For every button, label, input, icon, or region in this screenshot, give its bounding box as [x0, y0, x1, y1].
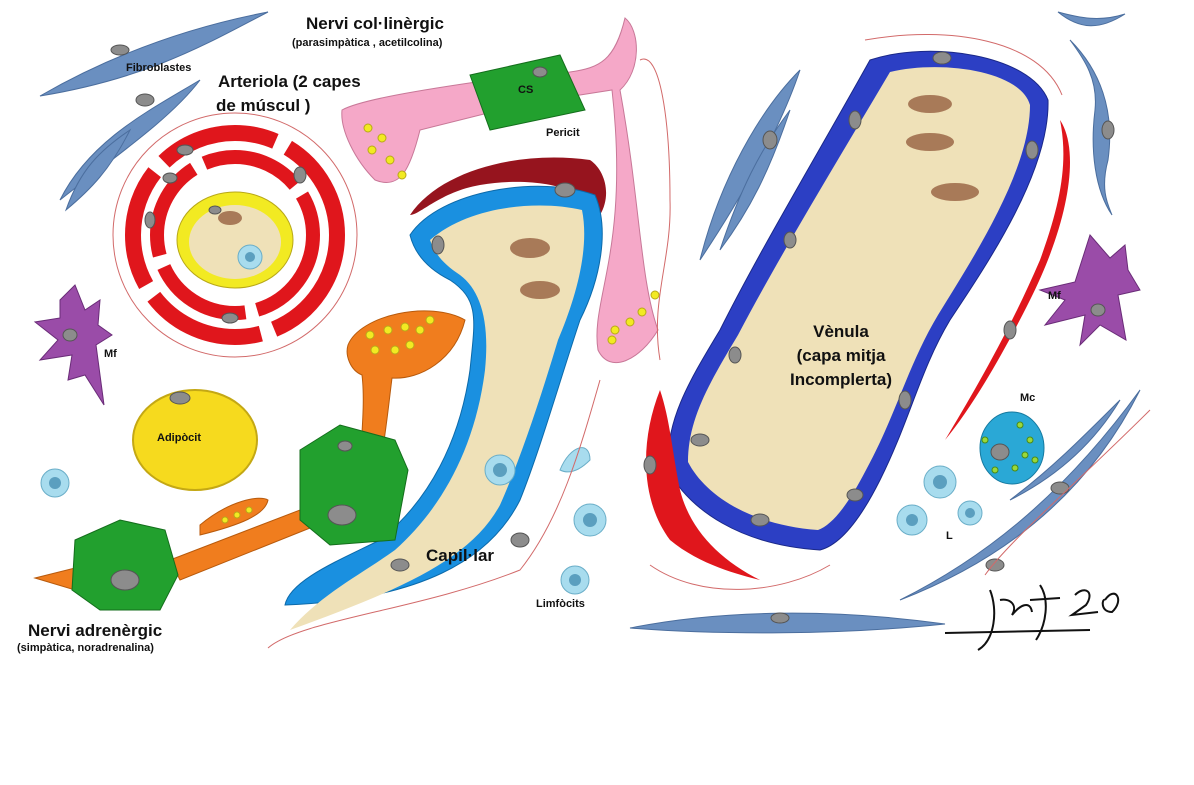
macrophage-left — [33, 284, 113, 406]
macrophage-right-label: Mf — [1048, 290, 1061, 302]
mast-cell — [979, 411, 1045, 485]
red-blood-cell — [510, 238, 550, 258]
fibroblasts-label: Fibroblastes — [126, 62, 192, 74]
adrenergic-nerve-sublabel: (simpàtica, noradrenalina) — [17, 642, 154, 654]
fibroblast-bottom — [629, 612, 946, 634]
macrophages — [33, 234, 1141, 406]
venule-smooth-muscle — [643, 120, 1070, 580]
signature — [944, 584, 1120, 651]
schwann-cell-upper — [299, 424, 409, 546]
venule-label-line3: Incomplerta) — [789, 370, 893, 389]
red-blood-cell — [520, 281, 560, 299]
fibroblast-nuclei — [110, 44, 1115, 624]
arteriole-label-line1: Arteriola (2 capes — [218, 72, 361, 91]
lymphocyte-nuclei — [49, 475, 975, 586]
fibroblast-right-lower — [1009, 399, 1121, 501]
cholinergic-nerve-label: Nervi col·linèrgic — [306, 14, 444, 33]
red-blood-cell — [931, 183, 979, 201]
red-blood-cell — [906, 133, 954, 151]
lymphocytes-label: Limfòcits — [536, 598, 585, 610]
fibroblast-right-top — [1057, 11, 1126, 27]
schwann-cell-lower — [71, 519, 179, 611]
red-blood-cell — [908, 95, 952, 113]
macrophage-nuclei — [62, 303, 1106, 342]
arteriole — [112, 112, 358, 358]
cholinergic-nerve — [341, 17, 660, 363]
venule-label-line2: (capa mitja — [796, 346, 886, 365]
schwann-cell-label: CS — [518, 84, 534, 96]
fibroblast-right-bottom — [899, 389, 1141, 601]
capillary — [284, 182, 603, 631]
lymphocyte-l-label: L — [946, 530, 953, 542]
macrophage-left-label: Mf — [104, 348, 117, 360]
adrenergic-nerve-label: Nervi adrenèrgic — [28, 621, 163, 640]
red-blood-cell — [218, 211, 242, 225]
pericyte — [410, 157, 607, 215]
venule — [667, 50, 1049, 551]
schwann-cell-cs — [469, 54, 586, 131]
cholinergic-nerve-sublabel: (parasimpàtica , acetilcolina) — [292, 37, 443, 49]
mast-cell-label: Mc — [1020, 392, 1036, 404]
fibroblast-top-right — [1069, 39, 1113, 216]
capillary-label: Capil·lar — [426, 546, 495, 565]
axon-orange-tail — [33, 567, 76, 591]
axon-pink — [341, 17, 659, 363]
macrophage-right — [1038, 234, 1141, 347]
fibroblast-mid-left — [699, 69, 801, 261]
adrenergic-nerve — [33, 310, 466, 611]
pericyte-label: Pericit — [546, 127, 580, 139]
adipocyte — [132, 389, 258, 491]
adipocyte-label: Adipòcit — [157, 432, 201, 444]
venule-label-line1: Vènula — [813, 322, 869, 341]
arteriole-label-line2: de múscul ) — [216, 96, 311, 115]
tissue-outlines — [267, 34, 1151, 649]
fibroblast-top-left — [39, 11, 269, 97]
fibroblast-left-2 — [64, 128, 132, 212]
